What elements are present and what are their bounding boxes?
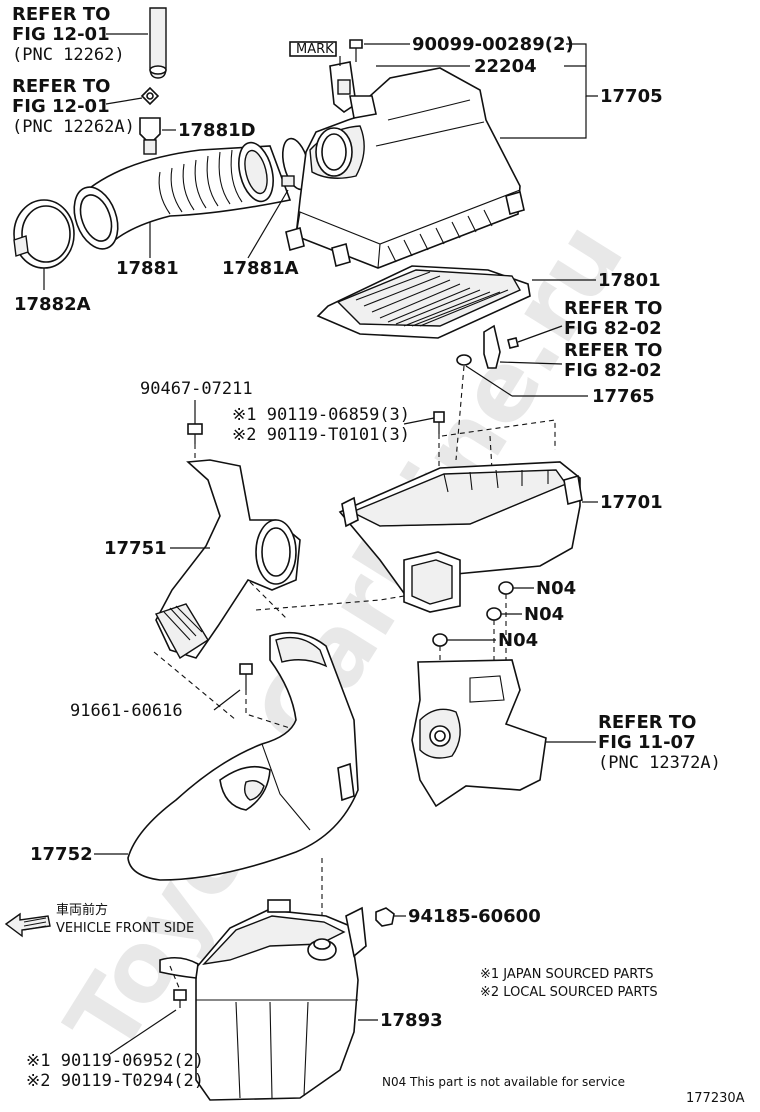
- mark-box-label: MARK: [296, 42, 334, 57]
- label-90099-00289: 90099-00289(2): [412, 34, 574, 55]
- label-91661-60616: 91661-60616: [70, 701, 183, 721]
- grommet-n04-3: [432, 633, 496, 647]
- label-17765: 17765: [592, 386, 655, 407]
- ref-fig12-line1: REFER TO: [12, 4, 110, 25]
- bolt-90119-06952: [109, 989, 187, 1055]
- ref-fig12a-line2: FIG 12-01: [12, 96, 110, 117]
- legend-local: ※2 LOCAL SOURCED PARTS: [480, 985, 658, 1000]
- engine-mount-fig11: [411, 659, 596, 808]
- label-17893: 17893: [380, 1010, 443, 1031]
- ref-fig82a-line2: FIG 82-02: [564, 318, 662, 339]
- label-17881: 17881: [116, 258, 179, 279]
- resonator-17893: [159, 899, 378, 1101]
- bolt-90467-07211: [187, 423, 203, 444]
- pcv-connector-17881d: [139, 117, 176, 155]
- ref-fig11-line3: (PNC 12372A): [598, 753, 721, 773]
- label-90119-t0294: ※2 90119-T0294(2): [26, 1071, 204, 1091]
- label-n04-1: N04: [536, 578, 576, 599]
- label-90467-07211: 90467-07211: [140, 379, 253, 399]
- vehicle-front-arrow-icon: [4, 912, 51, 938]
- air-filter-element-17801: [316, 265, 596, 339]
- hose-clip-fragment: [140, 86, 160, 106]
- grommet-n04-1: [498, 581, 534, 595]
- label-n04-2: N04: [524, 604, 564, 625]
- airflow-meter-22204: [289, 41, 470, 119]
- ref-fig82b-line2: FIG 82-02: [564, 360, 662, 381]
- label-17751: 17751: [104, 538, 167, 559]
- ref-fig12a-line3: (PNC 12262A): [12, 117, 135, 137]
- bracket-fig82: [483, 324, 563, 369]
- ref-fig11-line1: REFER TO: [598, 712, 696, 733]
- label-17882a: 17882A: [14, 294, 91, 315]
- label-17701: 17701: [600, 492, 663, 513]
- ref-fig12a-line1: REFER TO: [12, 76, 110, 97]
- n04-service-note: N04 This part is not available for servi…: [382, 1075, 625, 1089]
- figure-code: 177230A: [686, 1091, 745, 1106]
- ref-fig82a-line1: REFER TO: [564, 298, 662, 319]
- legend-japan: ※1 JAPAN SOURCED PARTS: [480, 967, 654, 982]
- label-17752: 17752: [30, 844, 93, 865]
- intake-duct-17752: [94, 631, 359, 881]
- label-17881a: 17881A: [222, 258, 299, 279]
- intake-hose-17881: [73, 141, 292, 258]
- front-side-jp: 車両前方: [56, 902, 108, 918]
- ref-fig11-line2: FIG 11-07: [598, 732, 696, 753]
- upstream-hose-fragment: [149, 7, 167, 79]
- label-17881d: 17881D: [178, 120, 256, 141]
- grommet-n04-2: [486, 607, 522, 621]
- label-94185-60600: 94185-60600: [408, 906, 541, 927]
- ref-fig12-line3: (PNC 12262): [12, 45, 125, 65]
- label-90119-t0101: ※2 90119-T0101(3): [232, 425, 410, 445]
- mark-box: [289, 41, 337, 57]
- bolt-90119-06859: [433, 411, 445, 434]
- ref-fig12-line2: FIG 12-01: [12, 24, 110, 45]
- label-90119-06952: ※1 90119-06952(2): [26, 1051, 204, 1071]
- front-side-en: VEHICLE FRONT SIDE: [56, 921, 194, 936]
- nut-94185-60600: [375, 907, 406, 927]
- label-17705: 17705: [600, 86, 663, 107]
- hose-clamp-17882a: [13, 199, 75, 290]
- intake-duct-17751: [154, 459, 301, 659]
- ref-fig82b-line1: REFER TO: [564, 340, 662, 361]
- air-cleaner-case-17701: [338, 461, 598, 613]
- bolt-91661-60616: [213, 663, 253, 711]
- label-n04-3: N04: [498, 630, 538, 651]
- screw-90099-00289: [349, 39, 410, 62]
- label-90119-06859: ※1 90119-06859(3): [232, 405, 410, 425]
- grommet-17765: [456, 354, 588, 397]
- label-17801: 17801: [598, 270, 661, 291]
- label-22204: 22204: [474, 56, 537, 77]
- air-cleaner-cap-17705: [285, 67, 525, 269]
